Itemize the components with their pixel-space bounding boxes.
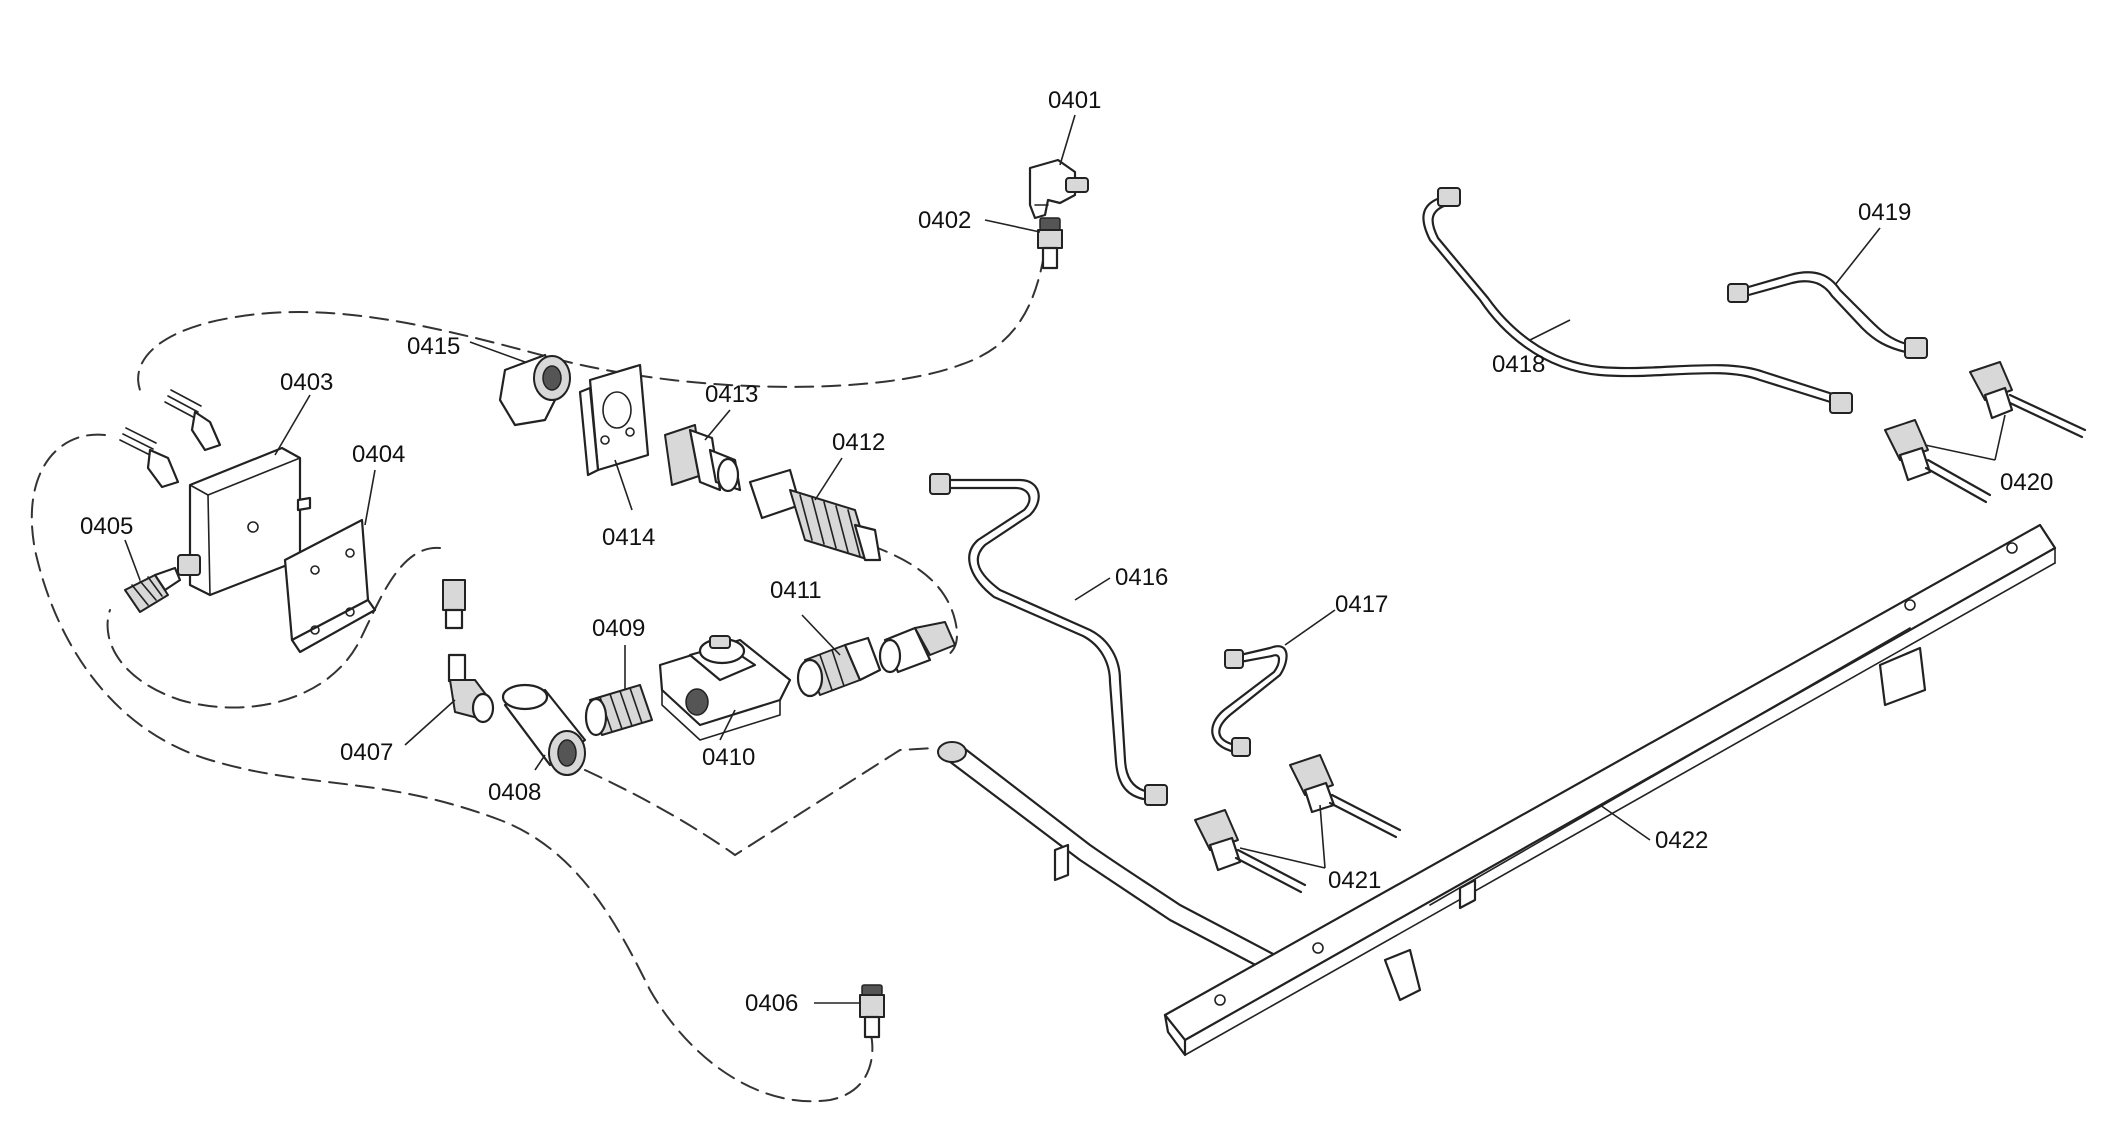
leader-0413 xyxy=(704,409,731,441)
label-0410: 0410 xyxy=(702,744,755,771)
leader-0405 xyxy=(124,539,141,581)
leader-0402 xyxy=(984,219,1041,233)
label-0419: 0419 xyxy=(1858,199,1911,226)
part-0422-manifold-rail xyxy=(1163,523,2057,1057)
part-0407-elbow xyxy=(447,653,495,724)
part-0419-tube xyxy=(1727,271,1928,359)
part-0408-tee xyxy=(501,683,587,776)
dashed-gas-path-right xyxy=(869,544,958,656)
label-0420: 0420 xyxy=(2000,469,2053,496)
label-0416: 0416 xyxy=(1115,564,1168,591)
leader-0419 xyxy=(1834,227,1881,286)
label-0412: 0412 xyxy=(832,429,885,456)
part-0405-orifice xyxy=(124,566,182,613)
part-0420-valve-lower xyxy=(1884,419,1992,504)
leader-0418 xyxy=(1529,319,1571,341)
part-0401-elbow-fitting xyxy=(1028,158,1089,220)
part-0411-hex-nipple xyxy=(796,636,882,698)
leader-0407 xyxy=(404,699,456,746)
leader-0411 xyxy=(801,614,841,656)
part-0409-threaded-nipple xyxy=(584,684,653,737)
part-0403-control-box xyxy=(177,446,312,597)
leader-0415 xyxy=(469,341,526,363)
label-0422: 0422 xyxy=(1655,827,1708,854)
label-0417: 0417 xyxy=(1335,591,1388,618)
part-0403-screw-upper xyxy=(164,389,222,452)
leader-0404 xyxy=(364,469,376,526)
part-0415-street-elbow xyxy=(498,353,571,427)
label-0415: 0415 xyxy=(407,333,460,360)
dashed-gas-path xyxy=(137,226,1049,391)
leader-0420 xyxy=(1924,414,2006,461)
part-0410-regulator xyxy=(658,635,792,741)
label-0403: 0403 xyxy=(280,369,333,396)
part-0403-screw-lower xyxy=(119,427,180,489)
label-0408: 0408 xyxy=(488,779,541,806)
label-0407: 0407 xyxy=(340,739,393,766)
label-0414: 0414 xyxy=(602,524,655,551)
label-0413: 0413 xyxy=(705,381,758,408)
leader-0401 xyxy=(1059,114,1076,166)
part-0417-tube xyxy=(1211,645,1288,757)
leader-0422 xyxy=(1599,804,1651,841)
part-0404-bracket xyxy=(283,518,377,654)
part-0402-adapter xyxy=(1037,217,1063,270)
part-0412-flex-connector xyxy=(748,468,882,562)
leader-0410 xyxy=(719,709,736,741)
part-0421-valve-upper xyxy=(1289,754,1402,839)
leader-0417 xyxy=(1284,609,1336,646)
leader-0408 xyxy=(534,754,546,771)
leader-0421 xyxy=(1239,804,1326,869)
label-0411: 0411 xyxy=(770,577,822,604)
part-0406-fitting xyxy=(859,984,885,1039)
label-0421: 0421 xyxy=(1328,867,1381,894)
label-0401: 0401 xyxy=(1048,87,1101,114)
part-0420-valve-upper xyxy=(1969,361,2087,439)
dashed-gas-path-left xyxy=(30,433,874,1103)
part-0416-tube xyxy=(929,473,1168,806)
part-0407-nipple xyxy=(442,579,466,630)
leader-0412 xyxy=(814,457,843,501)
leader-0403 xyxy=(274,394,311,456)
part-0414-bracket-plate xyxy=(578,363,650,477)
part-0418-tube xyxy=(1422,187,1853,414)
leader-0414 xyxy=(614,459,633,511)
dashed-gas-path-inner xyxy=(106,546,441,709)
part-inlet-pipe xyxy=(937,741,1277,972)
label-0402: 0402 xyxy=(918,207,971,234)
label-0405: 0405 xyxy=(80,513,133,540)
label-0409: 0409 xyxy=(592,615,645,642)
part-flare-connector xyxy=(878,621,956,674)
part-0413-bulkhead-fitting xyxy=(664,424,742,493)
label-0418: 0418 xyxy=(1492,351,1545,378)
label-0406: 0406 xyxy=(745,990,798,1017)
leader-0416 xyxy=(1074,577,1111,601)
dashed-gas-path-lower xyxy=(584,747,936,857)
part-0421-valve-lower xyxy=(1194,809,1307,894)
label-0404: 0404 xyxy=(352,441,405,468)
